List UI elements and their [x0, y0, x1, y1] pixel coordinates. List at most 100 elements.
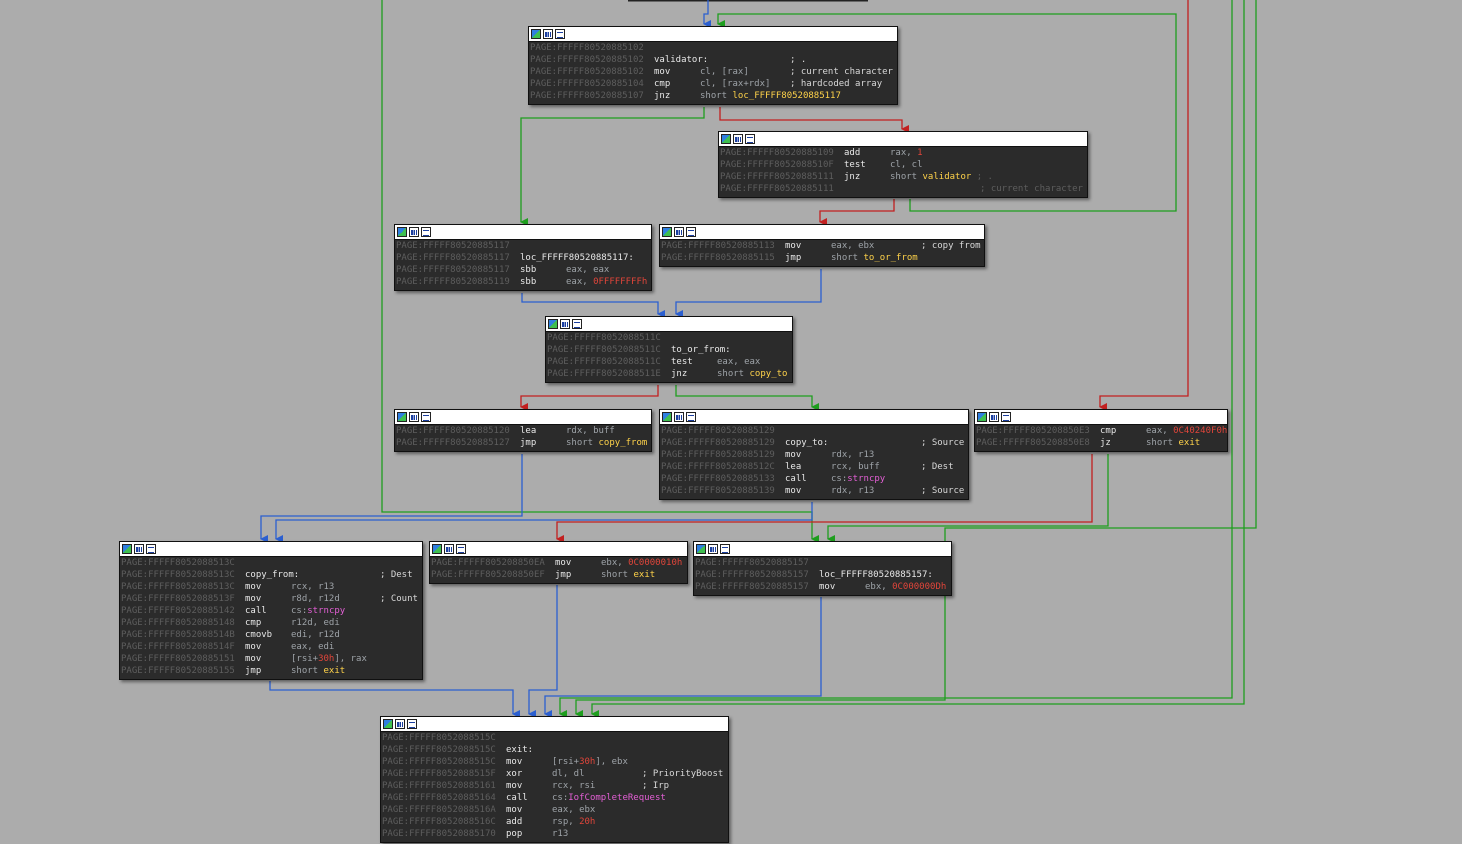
disasm-line[interactable]: PAGE:FFFFF80520885157	[695, 557, 950, 569]
operand-label-ref[interactable]: exit	[633, 570, 656, 580]
text-view-icon[interactable]	[421, 227, 431, 237]
code-block-titlebar[interactable]	[694, 542, 951, 557]
chart-icon[interactable]	[444, 544, 454, 554]
code-label[interactable]: validator:	[654, 55, 709, 65]
graph-overview-icon[interactable]	[397, 227, 407, 237]
code-block-titlebar[interactable]	[430, 542, 687, 557]
text-view-icon[interactable]	[572, 319, 582, 329]
disasm-line[interactable]: PAGE:FFFFF80520885111; current character	[720, 183, 1086, 195]
code-block-titlebar[interactable]	[546, 317, 792, 332]
code-label[interactable]: loc_FFFFF80520885117:	[520, 253, 634, 263]
graph-overview-icon[interactable]	[696, 544, 706, 554]
chart-icon[interactable]	[409, 412, 419, 422]
graph-overview-icon[interactable]	[721, 134, 731, 144]
graph-overview-icon[interactable]	[662, 412, 672, 422]
code-block-titlebar[interactable]	[719, 132, 1087, 147]
code-label[interactable]: to_or_from:	[671, 345, 731, 355]
code-block-titlebar[interactable]	[395, 225, 651, 240]
chart-icon[interactable]	[395, 719, 405, 729]
code-label[interactable]: copy_to:	[785, 438, 829, 448]
operand-label-ref[interactable]: exit	[1178, 438, 1201, 448]
text-view-icon[interactable]	[456, 544, 466, 554]
code-block-titlebar[interactable]	[395, 410, 651, 425]
text-view-icon[interactable]	[407, 719, 417, 729]
chart-icon[interactable]	[733, 134, 743, 144]
text-view-icon[interactable]	[686, 412, 696, 422]
text-view-icon[interactable]	[421, 412, 431, 422]
chart-icon[interactable]	[674, 412, 684, 422]
chart-icon[interactable]	[560, 319, 570, 329]
chart-icon[interactable]	[543, 29, 553, 39]
text-view-icon[interactable]	[555, 29, 565, 39]
code-block-titlebar[interactable]	[381, 717, 728, 732]
graph-overview-icon[interactable]	[122, 544, 132, 554]
disasm-line[interactable]: PAGE:FFFFF80520885117	[396, 240, 650, 252]
operand-label-ref[interactable]: copy_to	[749, 369, 788, 379]
operand-label-ref[interactable]: copy_from	[598, 438, 648, 448]
operand-label-ref[interactable]: loc_FFFFF80520885117	[732, 91, 841, 101]
graph-overview-icon[interactable]	[548, 319, 558, 329]
code-label[interactable]: loc_FFFFF80520885157:	[819, 570, 933, 580]
chart-icon[interactable]	[409, 227, 419, 237]
graph-overview-icon[interactable]	[383, 719, 393, 729]
text-view-icon[interactable]	[1001, 412, 1011, 422]
disasm-line[interactable]: PAGE:FFFFF8052088511C	[547, 332, 791, 344]
disasm-line[interactable]: PAGE:FFFFF8052088515C	[382, 732, 727, 744]
code-label[interactable]: copy_from:	[245, 570, 300, 580]
disasm-line[interactable]: PAGE:FFFFF80520885102	[530, 42, 896, 54]
chart-icon[interactable]	[708, 544, 718, 554]
graph-overview-icon[interactable]	[662, 227, 672, 237]
chart-icon[interactable]	[134, 544, 144, 554]
code-label[interactable]: exit:	[506, 745, 534, 755]
operand-function[interactable]: IofCompleteRequest	[568, 793, 666, 803]
chart-icon[interactable]	[674, 227, 684, 237]
chart-icon[interactable]	[989, 412, 999, 422]
code-block-titlebar[interactable]	[660, 410, 968, 425]
